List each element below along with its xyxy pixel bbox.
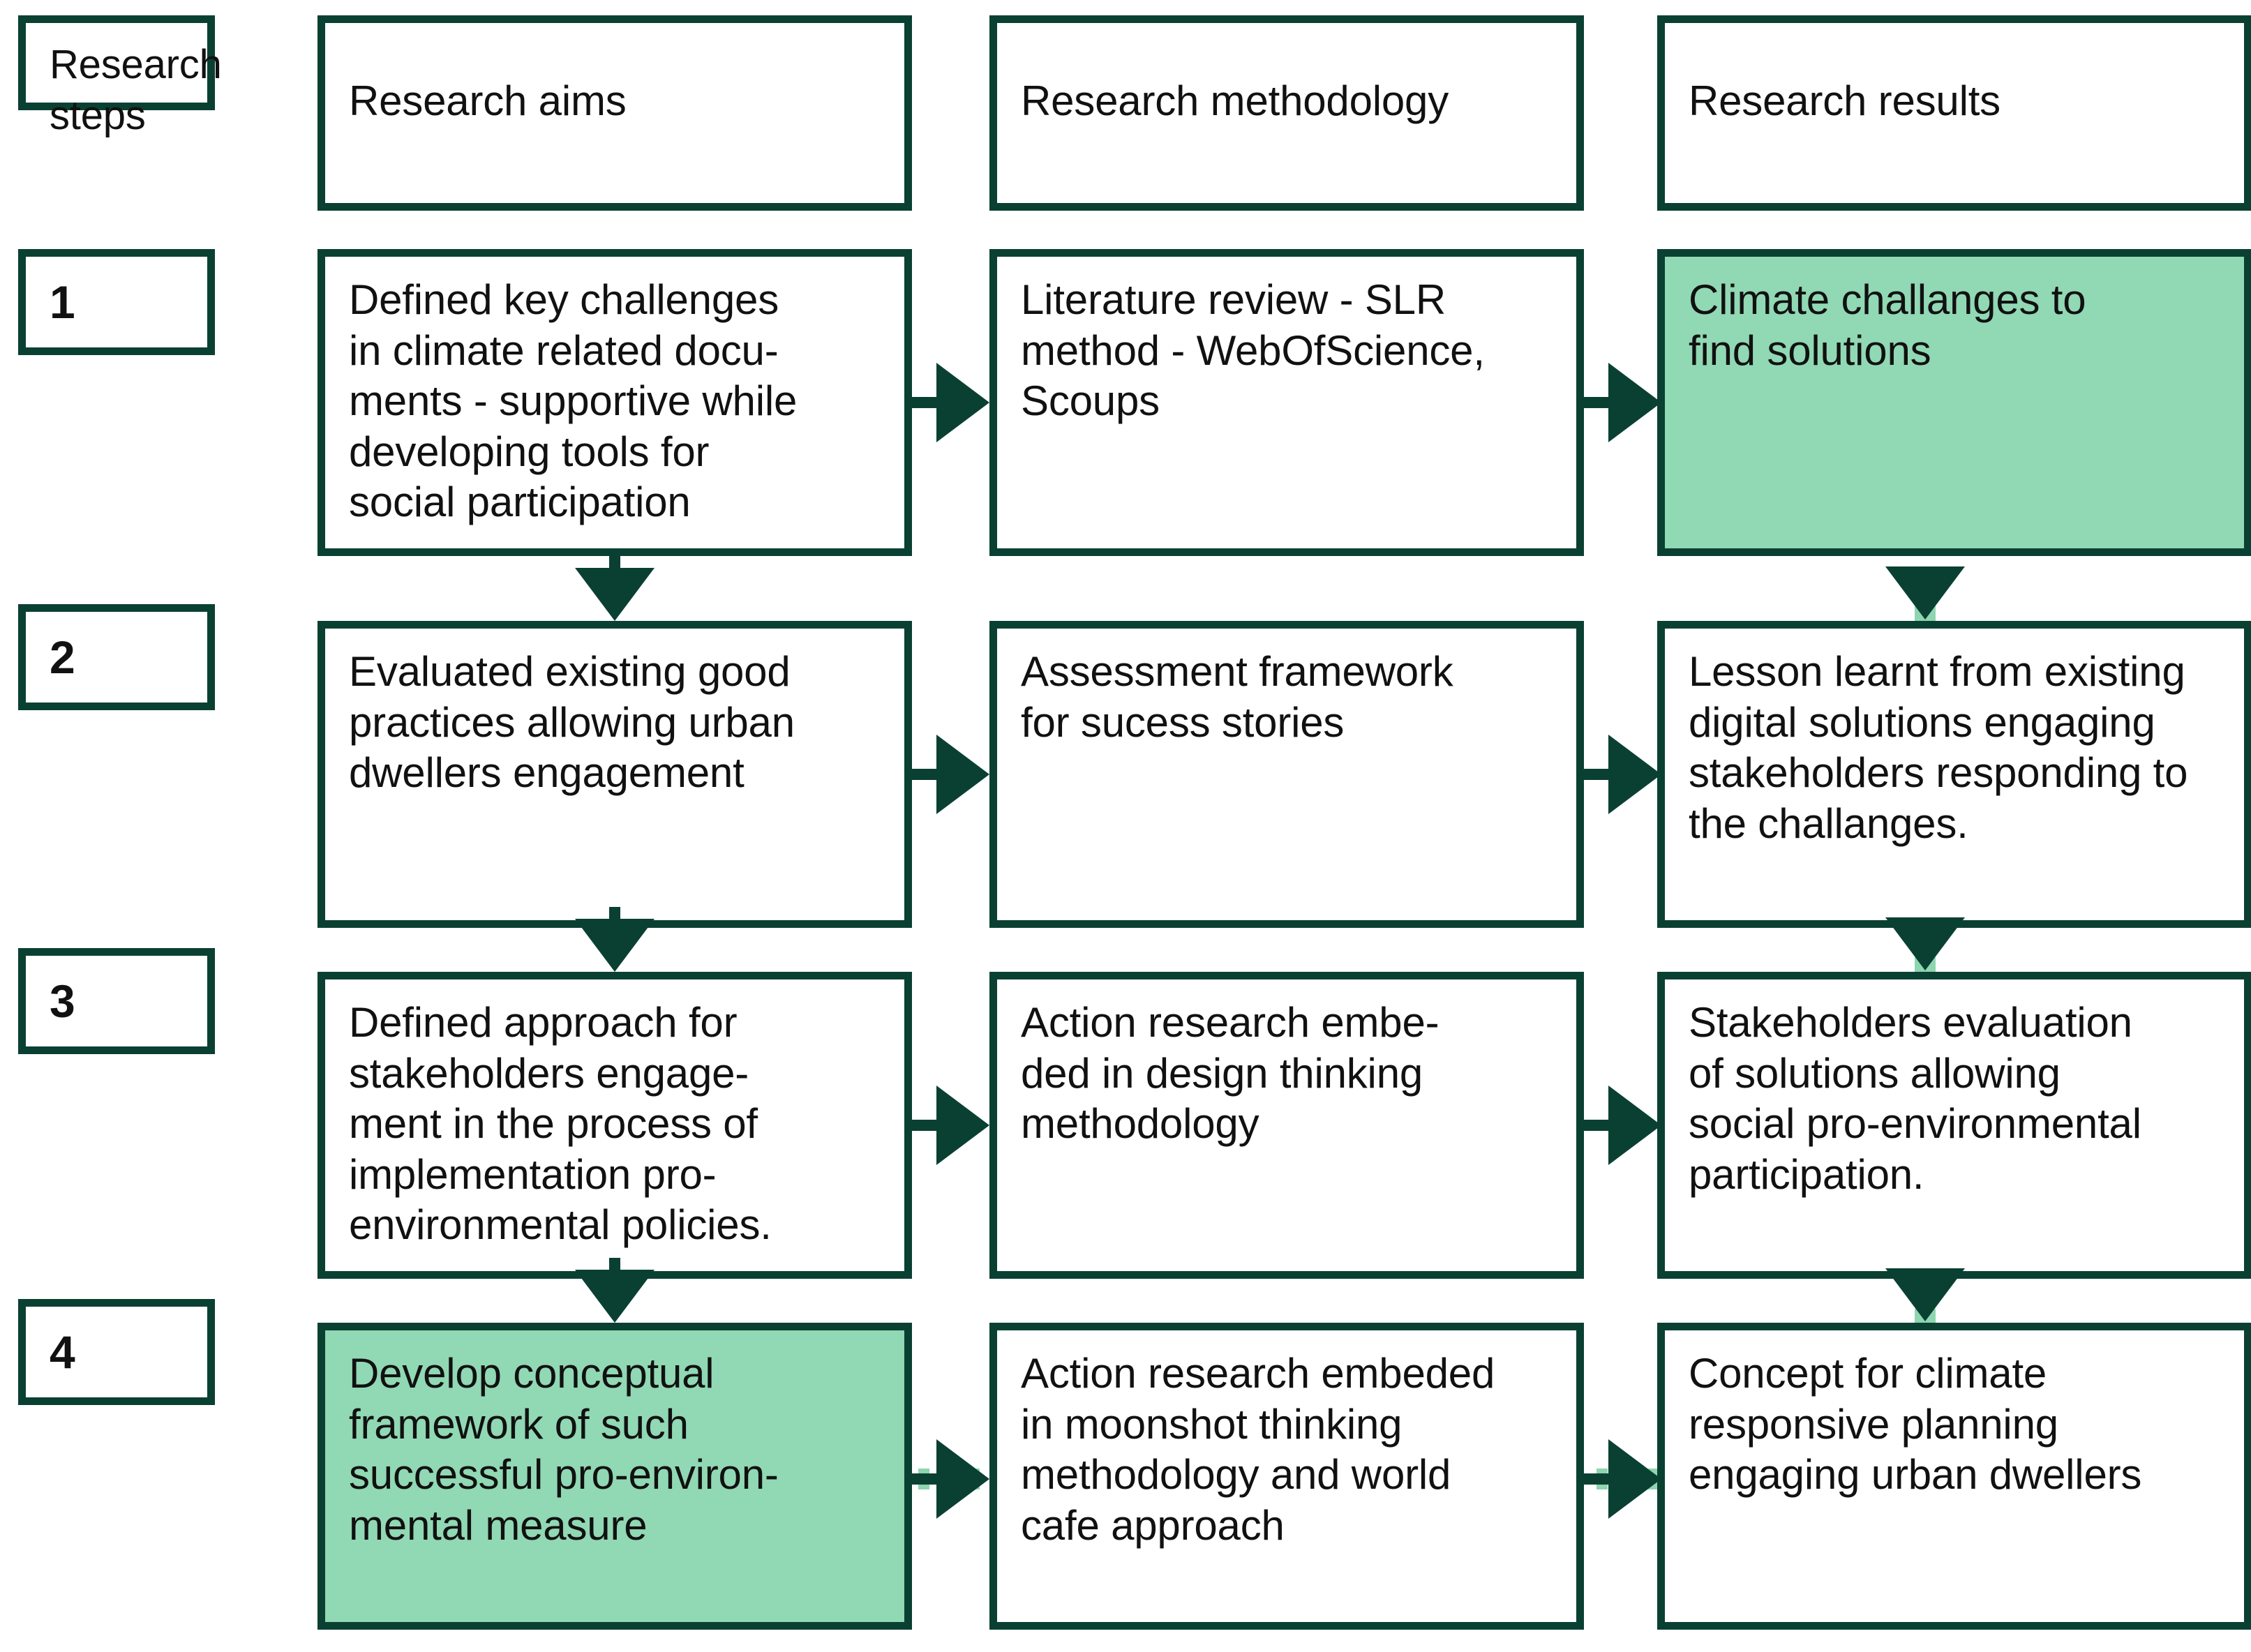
arrow-head — [936, 1439, 989, 1519]
cell-results-1-text: Climate challanges to find solutions — [1689, 276, 2086, 374]
cell-methodology-4-text: Action research embeded in moonshot thin… — [1021, 1350, 1495, 1549]
cell-aims-2: Evaluated existing good practices allowi… — [317, 621, 912, 928]
arrow-aims3-to-aims4 — [575, 1258, 655, 1323]
cell-results-1: Climate challanges to find solutions — [1657, 249, 2251, 556]
cell-methodology-3: Action research embe- ded in design thin… — [989, 972, 1584, 1279]
arrow-head — [575, 1270, 655, 1323]
arrow-methodology3-to-results3 — [1584, 1086, 1661, 1165]
dashed-arrowhead-results2-to-results3 — [1885, 917, 1965, 970]
dashed-arrowhead-results3-to-results4 — [1885, 1268, 1965, 1321]
arrow-head — [575, 568, 655, 621]
cell-results-3-text: Stakeholders evaluation of solutions all… — [1689, 999, 2141, 1198]
cell-results-4-text: Concept for climate responsive planning … — [1689, 1350, 2142, 1499]
step-number-3: 3 — [50, 975, 75, 1027]
step-number-box-4: 4 — [18, 1299, 215, 1405]
cell-methodology-1-text: Literature review - SLR method - WebOfSc… — [1021, 276, 1485, 425]
arrow-methodology2-to-results2 — [1584, 735, 1661, 814]
arrow-head — [1608, 1086, 1661, 1165]
step-number-4: 4 — [50, 1326, 75, 1378]
cell-methodology-1: Literature review - SLR method - WebOfSc… — [989, 249, 1584, 556]
arrow-head — [1608, 363, 1661, 442]
arrow-head — [575, 919, 655, 972]
cell-results-3: Stakeholders evaluation of solutions all… — [1657, 972, 2251, 1279]
cell-methodology-2-text: Assessment framework for sucess stories — [1021, 648, 1453, 746]
header-research-aims: Research aims — [317, 15, 912, 211]
step-number-1: 1 — [50, 276, 75, 328]
arrow-aims1-to-aims2 — [575, 556, 655, 621]
cell-results-2-text: Lesson learnt from existing digital solu… — [1689, 648, 2188, 847]
cell-results-4: Concept for climate responsive planning … — [1657, 1323, 2251, 1630]
header-research-steps-label: Research steps — [50, 42, 222, 138]
step-number-box-2: 2 — [18, 604, 215, 710]
step-number-2: 2 — [50, 631, 75, 683]
arrow-aims2-to-methodology2 — [912, 735, 989, 814]
cell-aims-3-text: Defined approach for stakeholders engage… — [349, 999, 772, 1249]
header-research-results: Research results — [1657, 15, 2251, 211]
arrow-aims2-to-aims3 — [575, 907, 655, 972]
dashed-arrowhead-results1-to-results2 — [1885, 566, 1965, 620]
cell-aims-4-text: Develop conceptual framework of such suc… — [349, 1350, 779, 1549]
arrow-head — [936, 363, 989, 442]
arrow-methodology4-to-results4 — [1584, 1439, 1661, 1519]
cell-methodology-4: Action research embeded in moonshot thin… — [989, 1323, 1584, 1630]
cell-methodology-3-text: Action research embe- ded in design thin… — [1021, 999, 1439, 1148]
step-number-box-3: 3 — [18, 948, 215, 1054]
arrow-head — [1608, 735, 1661, 814]
header-research-methodology-label: Research methodology — [1021, 77, 1449, 124]
header-research-methodology: Research methodology — [989, 15, 1584, 211]
cell-aims-4: Develop conceptual framework of such suc… — [317, 1323, 912, 1630]
cell-aims-1: Defined key challenges in climate relate… — [317, 249, 912, 556]
arrow-aims3-to-methodology3 — [912, 1086, 989, 1165]
cell-aims-3: Defined approach for stakeholders engage… — [317, 972, 912, 1279]
arrow-aims1-to-methodology1 — [912, 363, 989, 442]
arrow-aims4-to-methodology4 — [912, 1439, 989, 1519]
cell-aims-1-text: Defined key challenges in climate relate… — [349, 276, 798, 526]
header-research-results-label: Research results — [1689, 77, 2001, 124]
arrow-head — [936, 1086, 989, 1165]
cell-results-2: Lesson learnt from existing digital solu… — [1657, 621, 2251, 928]
arrow-head — [936, 735, 989, 814]
header-research-steps: Research steps — [18, 15, 222, 138]
cell-methodology-2: Assessment framework for sucess stories — [989, 621, 1584, 928]
cell-aims-2-text: Evaluated existing good practices allowi… — [349, 648, 795, 797]
step-number-box-1: 1 — [18, 249, 215, 355]
header-research-aims-label: Research aims — [349, 77, 627, 124]
arrow-head — [1608, 1439, 1661, 1519]
arrow-methodology1-to-results1 — [1584, 363, 1661, 442]
